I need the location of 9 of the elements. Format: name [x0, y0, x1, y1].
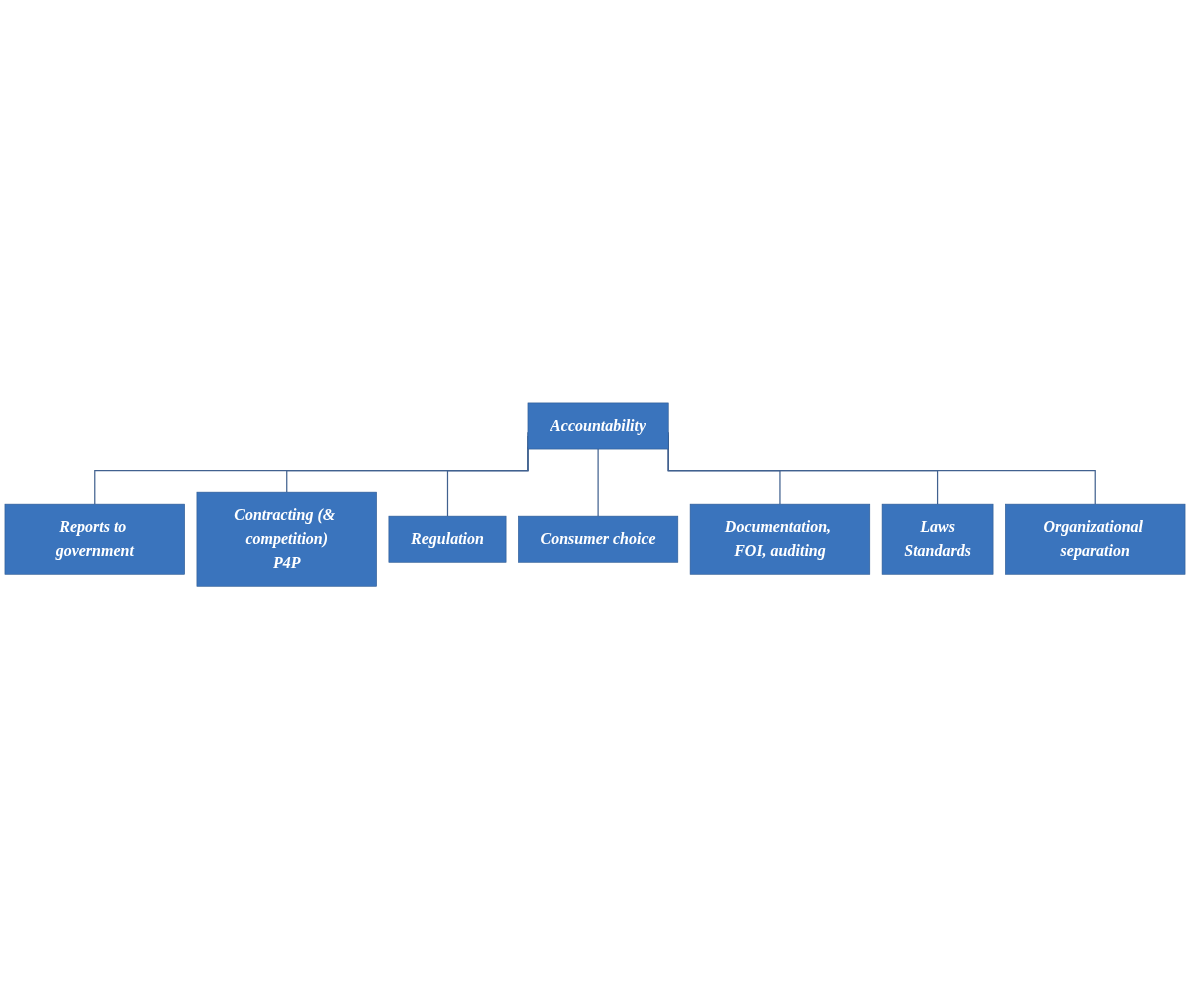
connector [597, 448, 599, 518]
node-box: Contracting (& competition) P4P [196, 492, 377, 587]
node-box: Documentation, FOI, auditing [689, 504, 871, 575]
node-box: Consumer choice [518, 516, 679, 563]
node-box: Organizational separation [1005, 504, 1186, 575]
node-box: Accountability [527, 403, 669, 450]
node-box: Reports to government [4, 504, 185, 575]
node-box: Laws Standards [881, 504, 994, 575]
node-box: Regulation [388, 516, 507, 563]
